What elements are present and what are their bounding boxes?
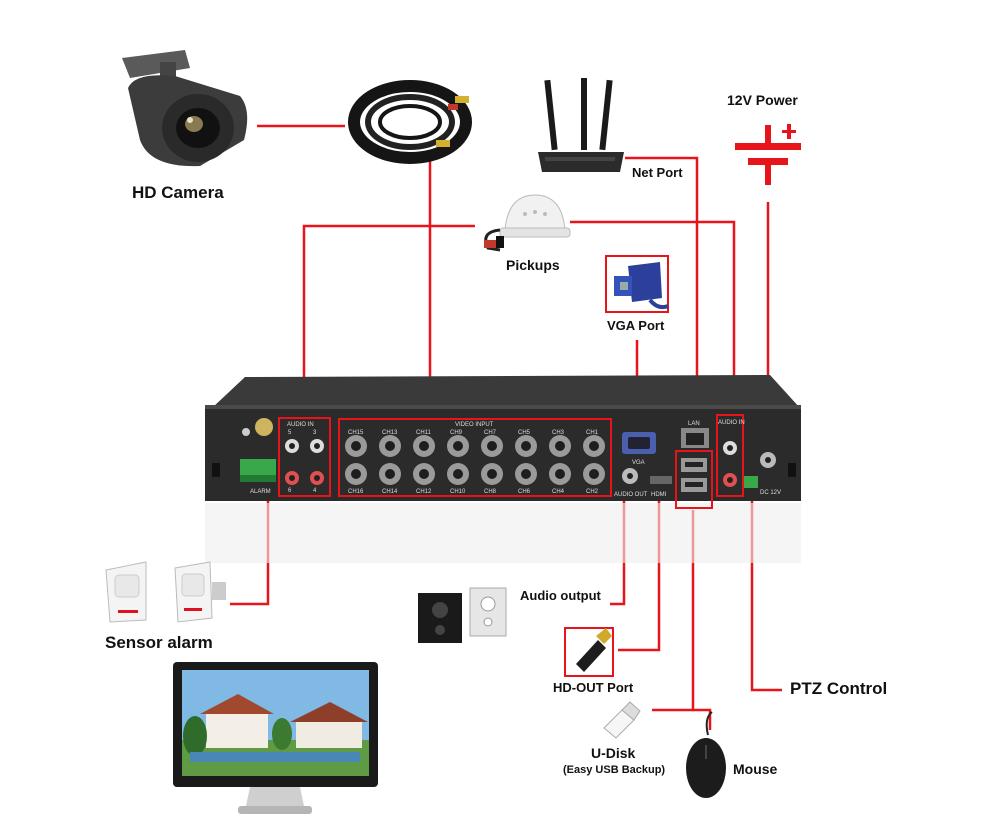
bnc-connector-core: [487, 469, 497, 479]
channel-label: CH15: [348, 430, 364, 436]
bnc-connector-core: [521, 441, 531, 451]
channel-label: CH9: [450, 430, 463, 436]
u-disk-label: U-Disk: [591, 745, 636, 761]
panel-audio-in-left-label: AUDIO IN: [287, 422, 314, 428]
audio-ch-label: 3: [313, 430, 317, 436]
pickup-microphone-icon: [484, 194, 571, 252]
bnc-connector-core: [419, 441, 429, 451]
router-icon: [538, 78, 624, 172]
panel-video-input-label: VIDEO INPUT: [455, 422, 494, 428]
vga-connector-icon: [605, 255, 669, 313]
bnc-connector-core: [385, 469, 395, 479]
line-pickups-right: [570, 220, 736, 415]
hdmi-connector-icon: [564, 627, 614, 677]
bnc-connector-core: [351, 469, 361, 479]
audio-output-label: Audio output: [520, 588, 601, 603]
bnc-connector-core: [589, 469, 599, 479]
hd-camera-icon: [122, 50, 248, 167]
bnc-connector-core: [555, 469, 565, 479]
line-usb-mouse: [693, 708, 712, 730]
mouse-label: Mouse: [733, 761, 778, 777]
hd-out-port-label: HD-OUT Port: [553, 680, 634, 695]
ptz-control-label: PTZ Control: [790, 679, 888, 698]
panel-hdmi-label: HDMI: [651, 492, 667, 498]
audio-ch-label: 6: [288, 488, 292, 494]
pickups-label: Pickups: [506, 257, 560, 273]
u-disk-note-label: (Easy USB Backup): [563, 764, 666, 776]
line-pickups-left: [302, 224, 475, 420]
line-router-to-lan: [625, 156, 699, 428]
bnc-row-bottom: CH16 CH14 CH12 CH10 CH8 CH6 CH4 CH2: [345, 463, 605, 495]
bnc-cable-coil-icon: [348, 80, 472, 164]
panel-vga-label: VGA: [632, 460, 645, 466]
vga-port-label: VGA Port: [607, 318, 665, 333]
bnc-connector-core: [385, 441, 395, 451]
bnc-connector-core: [453, 441, 463, 451]
bnc-connector-core: [351, 441, 361, 451]
channel-label: CH13: [382, 430, 398, 436]
channel-label: CH11: [416, 430, 432, 436]
channel-label: CH12: [416, 489, 432, 495]
twelve-v-power-label: 12V Power: [727, 92, 798, 108]
mouse-icon: [686, 711, 726, 798]
bnc-connector-core: [555, 441, 565, 451]
sensor-alarm-icon: [105, 561, 226, 623]
panel-dc12v-label: DC 12V: [760, 490, 781, 496]
net-port-label: Net Port: [632, 165, 683, 180]
bnc-connector-core: [453, 469, 463, 479]
bnc-connector-core: [419, 469, 429, 479]
panel-audio-in-right-label: AUDIO IN: [718, 420, 745, 426]
bnc-connector-core: [487, 441, 497, 451]
bnc-connector-core: [521, 469, 531, 479]
bnc-row-top: CH15 CH13 CH11 CH9 CH7 CH5 CH3 CH1: [345, 430, 605, 457]
channel-label: CH2: [586, 489, 599, 495]
panel-alarm-label: ALARM: [250, 489, 271, 495]
monitor-icon: [173, 662, 378, 814]
power-symbol-icon: [735, 124, 801, 185]
channel-label: CH4: [552, 489, 565, 495]
channel-label: CH16: [348, 489, 364, 495]
panel-audio-out-label: AUDIO OUT: [614, 492, 648, 498]
hd-camera-label: HD Camera: [132, 183, 224, 202]
panel-lan-label: LAN: [688, 421, 700, 427]
channel-label: CH7: [484, 430, 497, 436]
speakers-icon: [418, 587, 507, 643]
channel-label: CH8: [484, 489, 497, 495]
channel-label: CH5: [518, 430, 531, 436]
usb-stick-icon: [603, 701, 641, 739]
audio-ch-label: 5: [288, 430, 292, 436]
audio-ch-label: 4: [313, 488, 317, 494]
channel-label: CH10: [450, 489, 466, 495]
channel-label: CH6: [518, 489, 531, 495]
sensor-alarm-label: Sensor alarm: [105, 633, 213, 652]
channel-label: CH14: [382, 489, 398, 495]
audio-in-left-jacks: 5 3 6 4: [285, 430, 324, 494]
channel-label: CH3: [552, 430, 565, 436]
bnc-connector-core: [589, 441, 599, 451]
channel-label: CH1: [586, 430, 599, 436]
